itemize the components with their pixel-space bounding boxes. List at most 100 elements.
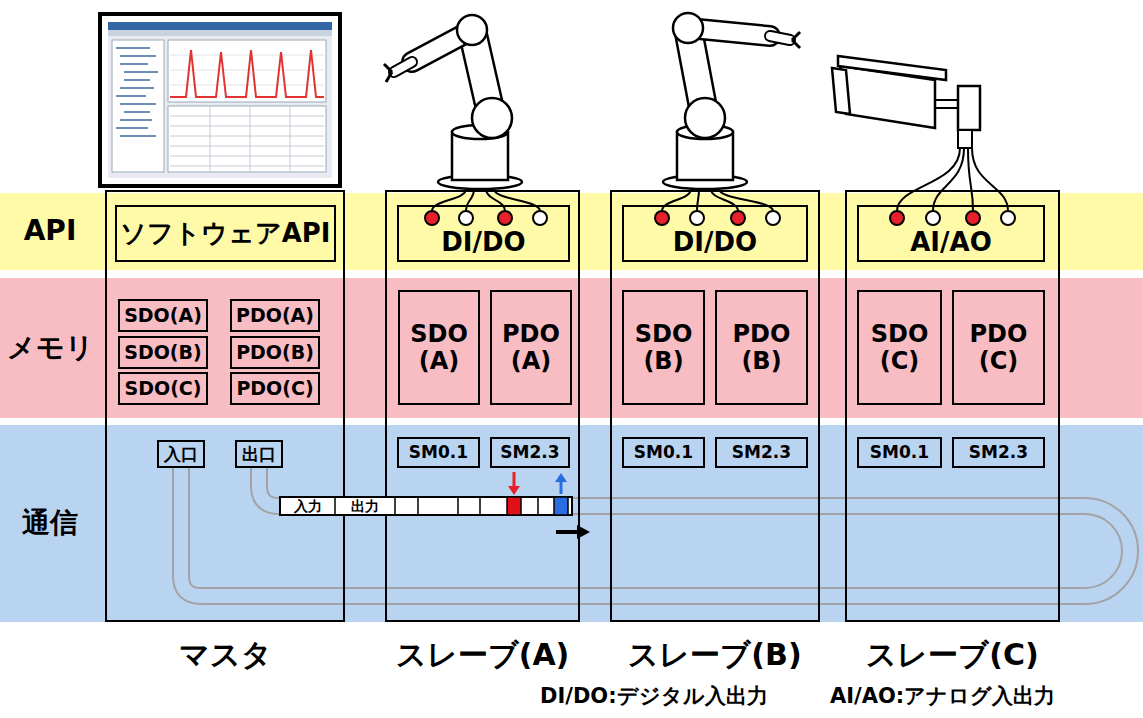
box-label: SM0.1 (409, 443, 468, 462)
monitor-screenshot-part (116, 48, 158, 136)
memory-box: SM0.1 (857, 437, 942, 468)
robot-arm-a-part (457, 15, 487, 45)
box-label: SDO(B) (124, 342, 201, 363)
column-title: スレーブ(A) (396, 638, 570, 673)
robot-arm-b-part (770, 36, 790, 40)
frame-field-label: 出力 (336, 498, 394, 514)
camera-part (958, 130, 972, 148)
read-write-arrows-part (560, 480, 563, 494)
note-label: DI/DO:デジタル入出力 (540, 682, 825, 710)
monitor-screenshot (100, 14, 340, 186)
column-title: スレーブ(C) (866, 638, 1038, 673)
memory-box: SDO(A) (118, 299, 208, 332)
monitor-screenshot-part (170, 50, 324, 97)
box-label: DI/DO (441, 228, 525, 257)
ethercat-frame-part (507, 497, 521, 515)
box-label: PDO (A) (492, 321, 570, 374)
monitor-screenshot-part (108, 30, 332, 36)
box-label: SM0.1 (634, 443, 693, 462)
monitor-screenshot-part (170, 106, 324, 172)
camera-part (935, 101, 960, 107)
memory-box: PDO(C) (230, 372, 320, 405)
memory-box: PDO(B) (230, 336, 320, 369)
camera-part (832, 68, 850, 114)
monitor-screenshot-part (112, 40, 164, 172)
monitor-screenshot-part (100, 14, 340, 186)
camera-part (958, 86, 980, 130)
memory-box: PDO (C) (952, 290, 1045, 405)
read-write-arrows-part (513, 472, 516, 488)
box-label: SDO (C) (859, 321, 940, 374)
box-label: PDO(A) (236, 305, 314, 326)
monitor-screenshot-part (168, 40, 326, 102)
memory-box: SDO(C) (118, 372, 208, 405)
band-label: API (0, 216, 100, 247)
device-column: スレーブ(A)DI/DOSDO (A)PDO (A)SM0.1SM2.3 (385, 190, 580, 622)
device-column: スレーブ(B)DI/DOSDO (B)PDO (B)SM0.1SM2.3 (610, 190, 820, 622)
band-label: 通信 (0, 508, 100, 539)
robot-arm-a-part (394, 62, 412, 72)
io-terminals-part (926, 211, 940, 225)
ethercat-frame (280, 497, 572, 515)
io-terminals-part (731, 211, 745, 225)
memory-box: SDO (C) (857, 290, 942, 405)
camera-part (935, 99, 960, 109)
memory-box: ソフトウェアAPI (115, 205, 336, 262)
memory-box: PDO(A) (230, 299, 320, 332)
box-label: PDO(C) (236, 378, 313, 399)
memory-box: SDO (A) (398, 290, 480, 405)
robot-arm-b-part (673, 13, 703, 43)
box-label: DI/DO (673, 228, 757, 257)
robot-arm-a-part (394, 62, 412, 72)
box-label: ソフトウェアAPI (120, 219, 331, 247)
frame-field-label: 入力 (281, 498, 334, 514)
memory-box: 出口 (235, 440, 283, 468)
box-label: SDO (B) (624, 321, 703, 374)
io-terminals-part (459, 211, 473, 225)
io-box: DI/DO (622, 205, 808, 262)
robot-arm-b-part (770, 36, 790, 40)
memory-box: SM2.3 (715, 437, 808, 468)
box-label: 出口 (242, 445, 276, 464)
memory-box: 入口 (157, 440, 205, 468)
io-terminals-part (766, 211, 780, 225)
box-label: AI/AO (910, 228, 992, 257)
memory-box: PDO (B) (715, 290, 808, 405)
box-label: PDO (B) (717, 321, 806, 374)
column-title: スレーブ(B) (628, 638, 801, 673)
monitor-screenshot-part (168, 106, 326, 172)
memory-box: SDO(B) (118, 336, 208, 369)
box-label: SDO(A) (124, 305, 202, 326)
io-box: AI/AO (857, 205, 1045, 262)
memory-box: SM0.1 (397, 437, 480, 468)
column-title: マスタ (179, 638, 272, 673)
memory-box: PDO (A) (490, 290, 572, 405)
device-column: マスタソフトウェアAPISDO(A)SDO(B)SDO(C)PDO(A)PDO(… (105, 190, 345, 622)
robot-arm-a (384, 15, 522, 189)
ethercat-frame-part (554, 497, 568, 515)
io-terminals-part (533, 211, 547, 225)
robot-arm-b-part (792, 32, 800, 48)
direction-arrow-part (556, 530, 580, 534)
memory-box: SM0.1 (622, 437, 705, 468)
memory-box: SM2.3 (490, 437, 570, 468)
memory-box: SM2.3 (952, 437, 1045, 468)
io-terminals-part (890, 211, 904, 225)
io-terminals-part (655, 211, 669, 225)
robot-arm-b (663, 13, 800, 189)
io-terminals-part (498, 211, 512, 225)
box-label: PDO(B) (236, 342, 314, 363)
io-box: DI/DO (397, 205, 570, 262)
ethercat-frame-part (335, 497, 538, 515)
io-terminals-part (425, 211, 439, 225)
band-label: メモリ (0, 333, 100, 364)
robot-arm-b-part (685, 98, 725, 138)
io-terminals-part (690, 211, 704, 225)
box-label: SDO(C) (125, 378, 202, 399)
monitor-screenshot-part (108, 22, 332, 178)
camera-part (838, 56, 946, 80)
box-label: SM2.3 (969, 443, 1028, 462)
box-label: 入口 (164, 445, 198, 464)
device-column: スレーブ(C)AI/AOSDO (C)PDO (C)SM0.1SM2.3 (845, 190, 1060, 622)
